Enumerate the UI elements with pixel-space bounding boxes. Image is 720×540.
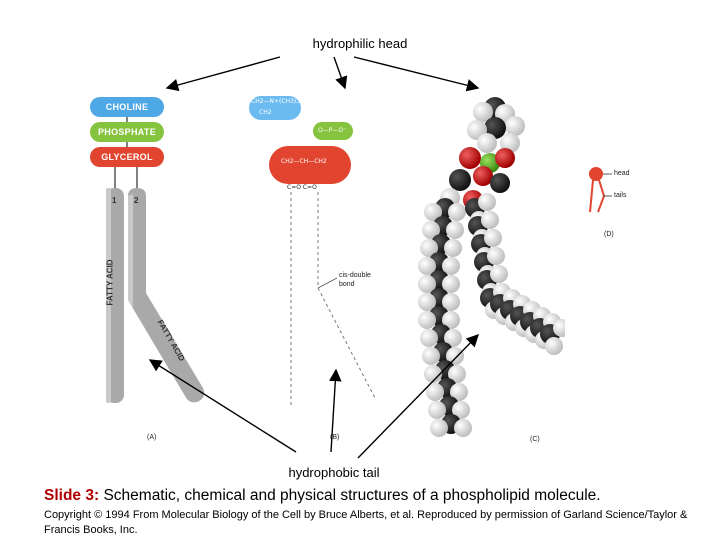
- panel-a-caption: (A): [147, 434, 157, 441]
- panel-d-caption: (D): [604, 231, 614, 238]
- slide-number: Slide 3:: [44, 487, 100, 504]
- tail-1-number: 1: [112, 196, 117, 205]
- choline-formula: CH2—N+(CH3)3: [251, 98, 301, 105]
- glycerol-formula: CH2—CH—CH2: [281, 158, 327, 165]
- carbonyl-formula: C=O C=O: [287, 184, 317, 191]
- panel-b-caption: (B): [330, 434, 340, 441]
- phosphate-formula-bubble: [313, 122, 353, 140]
- lipid-symbol-icon: [589, 167, 612, 213]
- copyright-notice: Copyright © 1994 From Molecular Biology …: [44, 509, 688, 536]
- tail-2-number: 2: [134, 196, 139, 205]
- hydrophilic-head-label: hydrophilic head: [312, 36, 408, 51]
- panel-a-tails: [106, 117, 205, 403]
- glycerol-pill: GLYCEROL: [90, 147, 164, 167]
- phosphate-formula: O—P—O⁻: [318, 127, 347, 134]
- glycerol-formula-bubble: [269, 146, 351, 184]
- arrow-head-to-chemical: [333, 56, 348, 90]
- arrow-head-to-model: [353, 56, 480, 92]
- choline-formula-bubble: [249, 96, 301, 120]
- panel-b-chains: [290, 192, 376, 406]
- arrow-tail-to-chemical: [329, 368, 342, 453]
- arrow-tail-to-model: [357, 333, 479, 459]
- phospholipid-figure: CHOLINE PHOSPHATE GLYCEROL 1 2 FATTY ACI…: [85, 88, 565, 448]
- panel-d-tails-label: tails: [614, 192, 627, 199]
- arrow-tail-to-schematic: [148, 359, 297, 453]
- panel-c-caption: (C): [530, 436, 540, 443]
- space-filling-model: [418, 97, 565, 437]
- arrow-head-to-schematic: [165, 56, 281, 92]
- slide-title: Slide 3: Schematic, chemical and physica…: [44, 487, 720, 505]
- hydrophobic-tail-label: hydrophobic tail: [288, 465, 380, 480]
- choline-pill: CHOLINE: [90, 97, 164, 117]
- cis-double-bond-label: cis-double bond: [339, 272, 371, 288]
- ch2-formula: CH2: [259, 109, 272, 116]
- phosphate-pill: PHOSPHATE: [90, 122, 164, 142]
- slide-title-text: Schematic, chemical and physical structu…: [99, 487, 601, 504]
- panel-d-head-label: head: [614, 170, 630, 177]
